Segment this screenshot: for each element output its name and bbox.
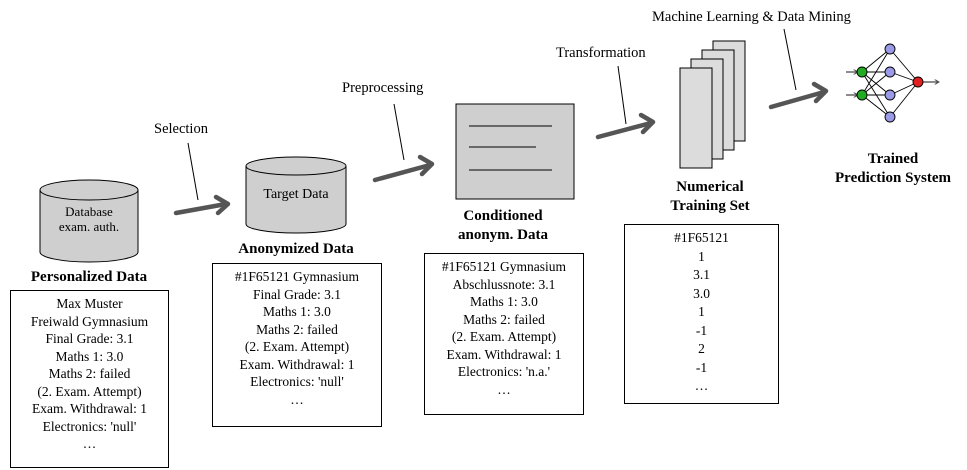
list-item: (2. Exam. Attempt) bbox=[37, 383, 142, 399]
label-leaders bbox=[187, 28, 797, 201]
list-item: Maths 2: failed bbox=[463, 311, 545, 327]
list-item: … bbox=[694, 378, 709, 393]
list-item: Max Muster bbox=[56, 296, 123, 311]
personalized-data-title: Personalized Data bbox=[30, 269, 148, 285]
flow-arrows bbox=[173, 81, 829, 216]
list-item: Exam. Withdrawal: 1 bbox=[239, 356, 355, 372]
list-item: -1 bbox=[695, 359, 708, 375]
conditioned-data-title: Conditioned anonym. Data bbox=[422, 207, 584, 245]
list-item: 1 bbox=[698, 248, 705, 264]
numerical-title-line1: Numerical bbox=[676, 179, 744, 195]
list-item: … bbox=[290, 391, 304, 407]
neural-network-icon bbox=[846, 43, 938, 123]
list-item: #1F65121 Gymnasium bbox=[234, 269, 360, 284]
list-item: Electronics: 'n.a.' bbox=[457, 364, 551, 379]
selection-label: Selection bbox=[154, 121, 208, 137]
trained-title-line1: Trained bbox=[867, 151, 919, 167]
database-label: Database exam. auth. bbox=[40, 204, 138, 234]
anonymized-data-title: Anonymized Data bbox=[238, 241, 354, 257]
list-item: (2. Exam. Attempt) bbox=[244, 339, 350, 354]
list-item: -1 bbox=[695, 322, 708, 338]
conditioned-document bbox=[455, 103, 575, 200]
list-item: #1F65121 Gymnasium bbox=[441, 259, 567, 274]
machine-learning-label: Machine Learning & Data Mining bbox=[652, 9, 851, 25]
list-item: Final Grade: 3.1 bbox=[45, 331, 134, 346]
list-item: 3.0 bbox=[693, 285, 710, 301]
list-item: Freiwald Gymnasium bbox=[30, 313, 149, 329]
training-set-pages bbox=[679, 40, 746, 169]
list-item: 1 bbox=[698, 304, 705, 319]
trained-prediction-system-title: Trained Prediction System bbox=[820, 150, 966, 188]
list-item: Exam. Withdrawal: 1 bbox=[446, 346, 562, 362]
transformation-label: Transformation bbox=[556, 45, 646, 61]
numerical-training-set-box: #1F65121 1 3.1 3.0 1 -1 2 -1 … bbox=[624, 224, 779, 404]
personalized-data-box: Max Muster Freiwald Gymnasium Final Grad… bbox=[10, 290, 169, 468]
trained-title-line2: Prediction System bbox=[835, 170, 951, 186]
target-data-label: Target Data bbox=[263, 187, 329, 202]
conditioned-title-line1: Conditioned bbox=[463, 208, 543, 224]
list-item: 3.1 bbox=[693, 267, 710, 282]
list-item: #1F65121 bbox=[674, 230, 729, 245]
list-item: Final Grade: 3.1 bbox=[252, 286, 342, 302]
database-label-line1: Database bbox=[65, 204, 113, 219]
list-item: Abschlussnote: 3.1 bbox=[452, 276, 556, 292]
numerical-title-line2: Training Set bbox=[670, 198, 750, 214]
target-data-cylinder bbox=[245, 156, 347, 234]
anonymized-data-box: #1F65121 Gymnasium Final Grade: 3.1 Math… bbox=[212, 263, 382, 427]
list-item: Maths 2: failed bbox=[256, 321, 338, 337]
conditioned-data-box: #1F65121 Gymnasium Abschlussnote: 3.1 Ma… bbox=[424, 253, 584, 415]
database-cylinder bbox=[39, 179, 139, 263]
list-item: Electronics: 'null' bbox=[250, 374, 344, 389]
list-item: Maths 1: 3.0 bbox=[263, 304, 331, 319]
list-item: Maths 1: 3.0 bbox=[470, 294, 538, 309]
database-label-line2: exam. auth. bbox=[58, 219, 120, 234]
list-item: Maths 2: failed bbox=[48, 366, 131, 381]
conditioned-title-line2: anonym. Data bbox=[457, 227, 548, 243]
numerical-training-set-title: Numerical Training Set bbox=[640, 178, 780, 216]
list-item: Maths 1: 3.0 bbox=[55, 348, 124, 364]
list-item: 2 bbox=[698, 341, 705, 356]
list-item: Exam. Withdrawal: 1 bbox=[31, 401, 148, 416]
list-item: (2. Exam. Attempt) bbox=[451, 329, 557, 344]
preprocessing-label: Preprocessing bbox=[342, 80, 424, 96]
list-item: … bbox=[497, 381, 511, 397]
list-item: Electronics: 'null' bbox=[42, 418, 137, 434]
list-item: … bbox=[82, 436, 97, 451]
